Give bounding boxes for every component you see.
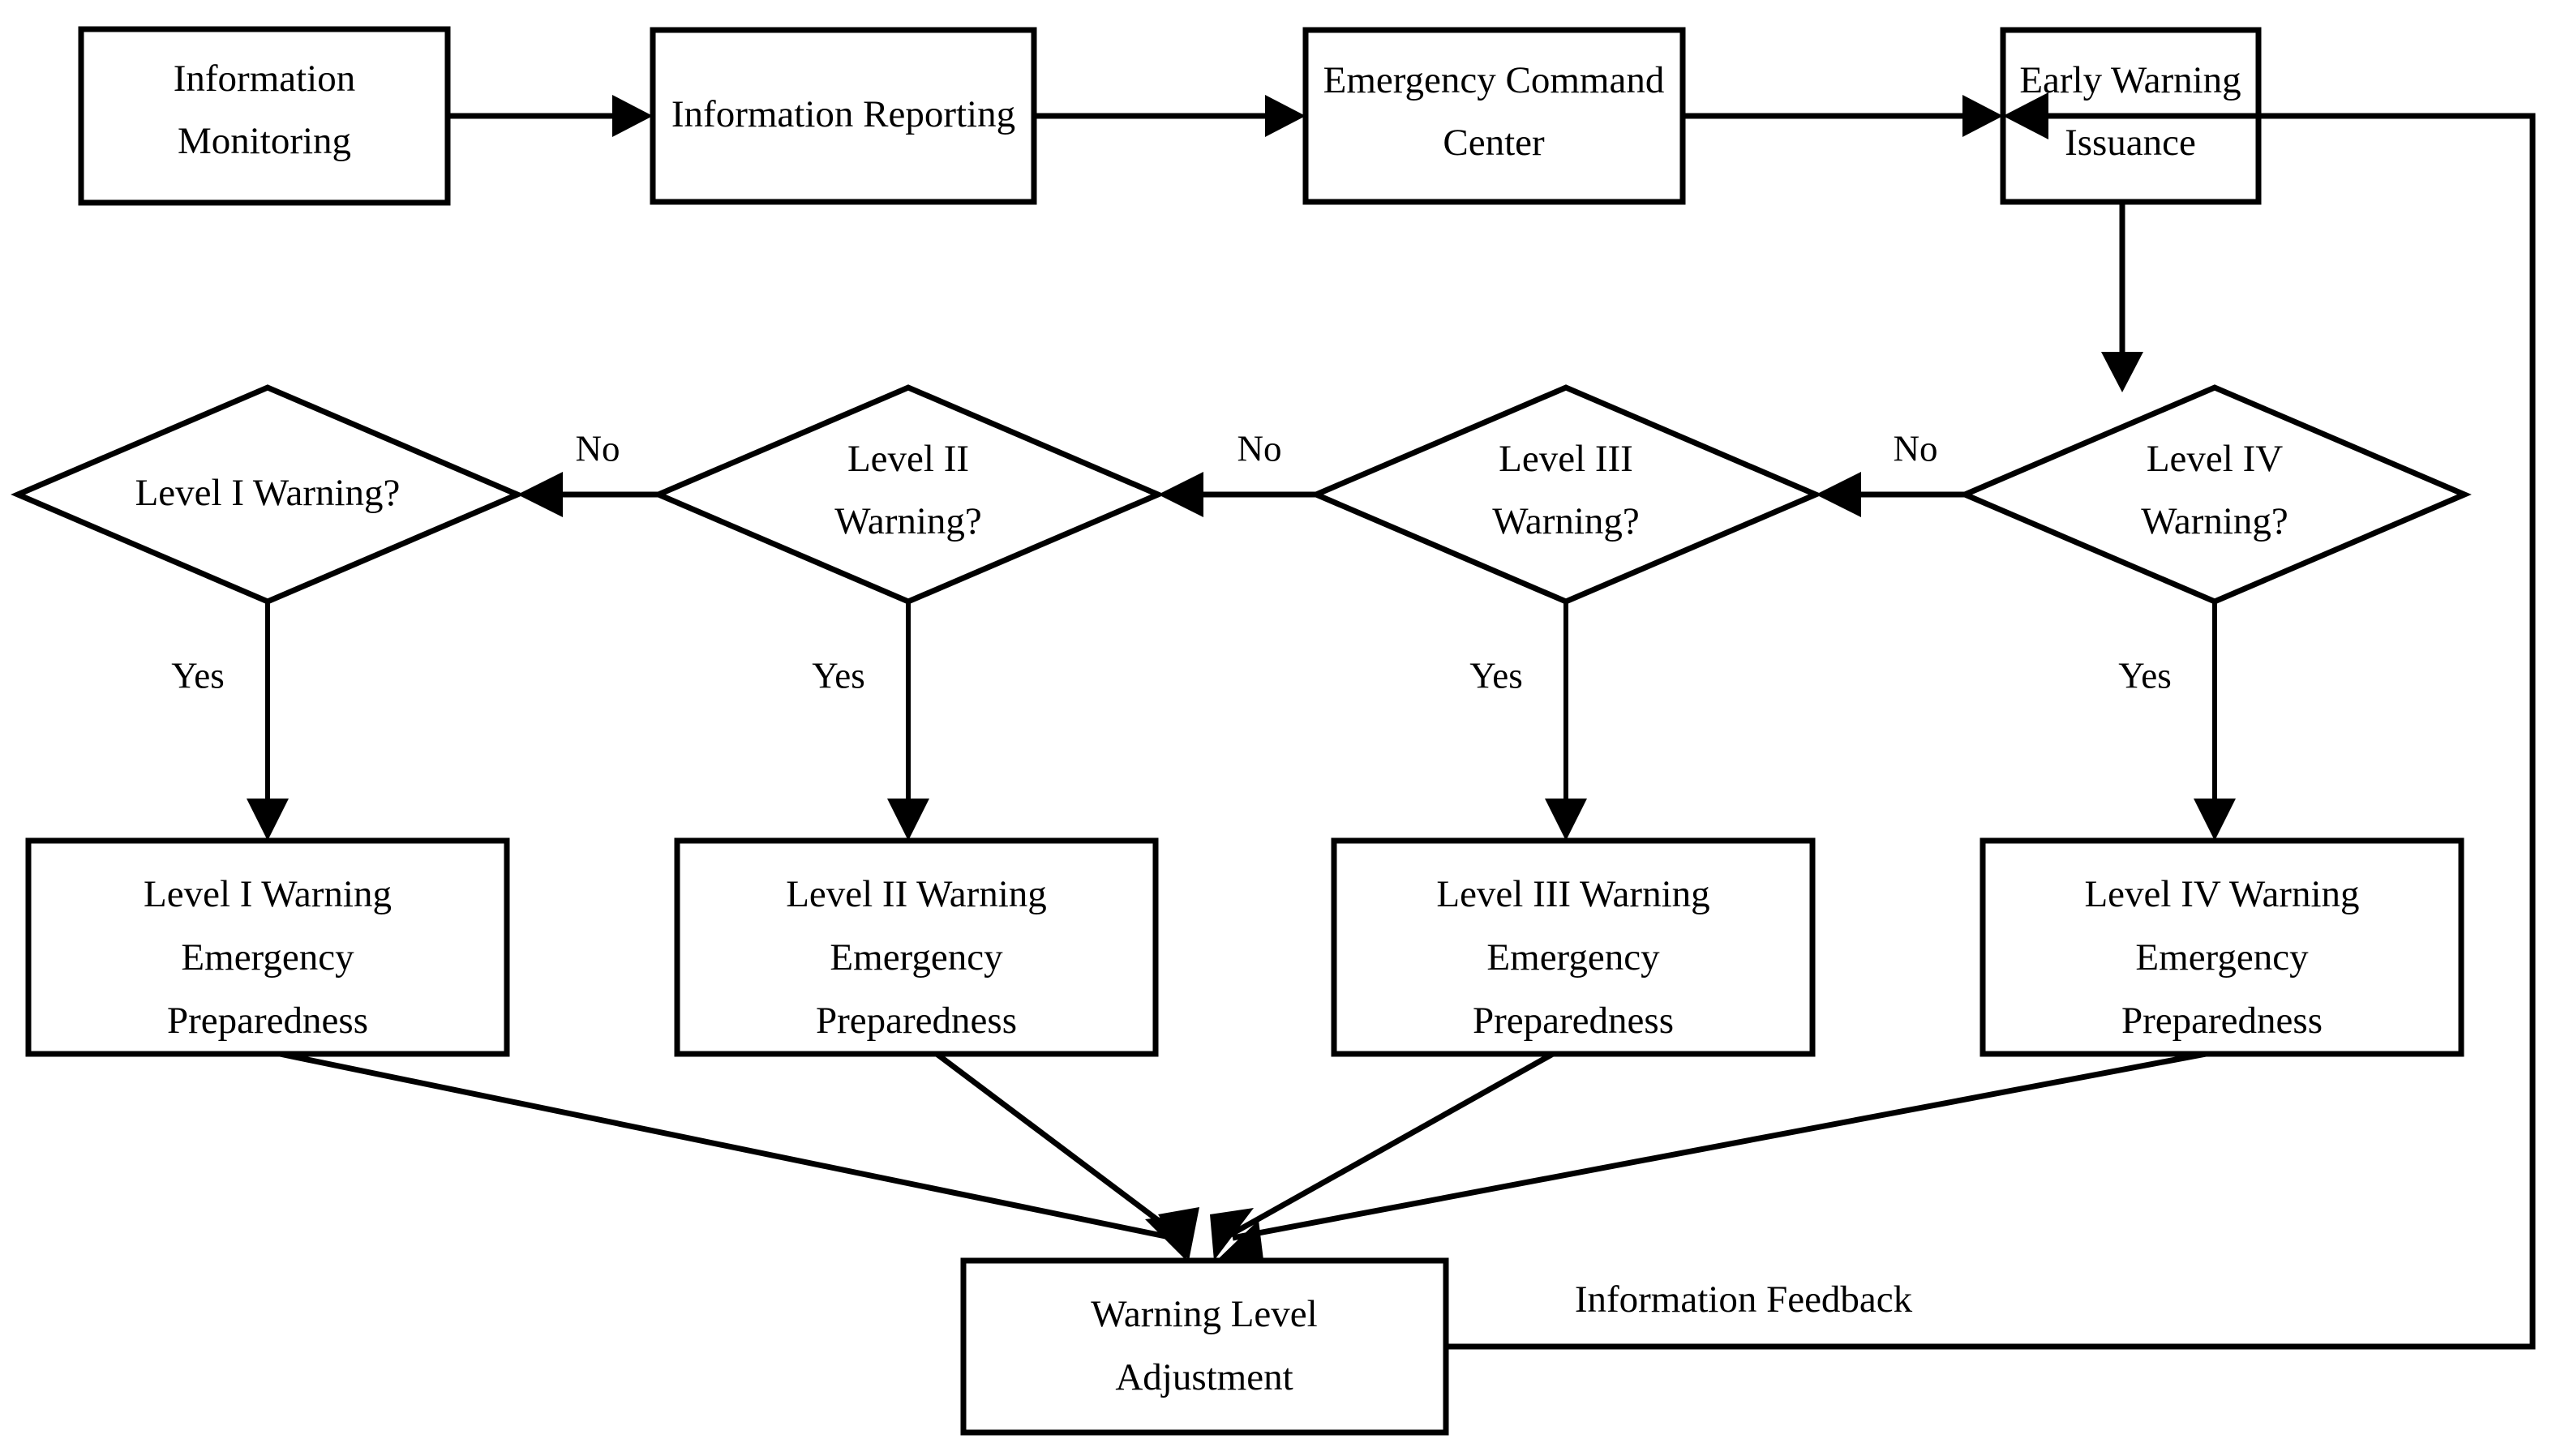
level-2-preparedness-line2: Emergency <box>830 936 1003 979</box>
edge-information-feedback: Information Feedback <box>1446 92 2536 1350</box>
node-warning-level-adjustment[interactable]: Warning Level Adjustment <box>960 1257 1449 1436</box>
edge-label-no-1: No <box>576 428 620 469</box>
level-1-preparedness-line2: Emergency <box>181 936 354 979</box>
level-2-decision-line1: Level II <box>847 438 969 480</box>
level-4-preparedness-line1: Level IV Warning <box>2084 873 2359 915</box>
level-4-decision-line2: Warning? <box>2141 500 2288 542</box>
level-1-decision-label: Level I Warning? <box>135 472 401 514</box>
level-3-preparedness-line3: Preparedness <box>1473 1000 1674 1042</box>
information-reporting-line1: Information Reporting <box>671 93 1015 135</box>
emergency-command-center-line1: Emergency Command <box>1323 59 1665 101</box>
node-emergency-command-center[interactable]: Emergency Command Center <box>1302 27 1686 205</box>
edge-yes-level3: Yes <box>1469 602 1587 841</box>
edge-label-no-2: No <box>1237 428 1282 469</box>
level-3-preparedness-line2: Emergency <box>1486 936 1660 979</box>
edge-label-yes-1: Yes <box>171 655 224 696</box>
information-monitoring-line1: Information <box>174 58 356 100</box>
node-information-reporting[interactable]: Information Reporting <box>650 27 1037 205</box>
edge-monitoring-to-reporting <box>448 95 653 137</box>
early-warning-issuance-line1: Early Warning <box>2019 59 2241 101</box>
node-level-3-decision[interactable]: Level III Warning? <box>1309 384 1823 605</box>
emergency-command-center-line2: Center <box>1443 122 1545 164</box>
edge-issuance-to-level4-decision <box>2101 203 2143 392</box>
edge-no-level2-to-level1: No <box>517 428 658 517</box>
edge-no-level4-to-level3: No <box>1816 428 1965 517</box>
node-early-warning-issuance[interactable]: Early Warning Issuance <box>2000 27 2262 205</box>
level-3-preparedness-line1: Level III Warning <box>1436 873 1709 915</box>
level-4-decision-line1: Level IV <box>2147 438 2283 480</box>
node-level-2-decision[interactable]: Level II Warning? <box>651 384 1165 605</box>
edge-label-information-feedback: Information Feedback <box>1575 1278 1913 1321</box>
level-2-decision-line2: Warning? <box>834 500 982 542</box>
level-4-preparedness-line2: Emergency <box>2135 936 2309 979</box>
edge-yes-level4: Yes <box>2118 602 2236 841</box>
edge-prep2-to-adjustment <box>934 1051 1199 1261</box>
warning-level-adjustment-line2: Adjustment <box>1115 1356 1293 1398</box>
node-level-4-preparedness[interactable]: Level IV Warning Emergency Preparedness <box>1980 837 2464 1057</box>
level-4-preparedness-line3: Preparedness <box>2121 1000 2323 1042</box>
edge-label-no-3: No <box>1894 428 1938 469</box>
edge-prep3-to-adjustment <box>1210 1051 1555 1261</box>
edge-reporting-to-command <box>1034 95 1306 137</box>
edge-prep4-to-adjustment <box>1216 1051 2207 1261</box>
edge-label-yes-4: Yes <box>2118 655 2171 696</box>
level-2-preparedness-line3: Preparedness <box>816 1000 1017 1042</box>
level-3-decision-line1: Level III <box>1499 438 1633 480</box>
level-2-preparedness-line1: Level II Warning <box>786 873 1047 915</box>
node-information-monitoring[interactable]: Information Monitoring <box>78 26 451 206</box>
edge-prep1-to-adjustment <box>279 1051 1189 1261</box>
early-warning-issuance-line2: Issuance <box>2065 122 2196 164</box>
edge-label-yes-2: Yes <box>812 655 864 696</box>
level-1-preparedness-line3: Preparedness <box>167 1000 368 1042</box>
node-level-2-preparedness[interactable]: Level II Warning Emergency Preparedness <box>674 837 1159 1057</box>
warning-level-adjustment-line1: Warning Level <box>1091 1293 1317 1335</box>
edge-yes-level1: Yes <box>171 602 289 841</box>
node-level-3-preparedness[interactable]: Level III Warning Emergency Preparedness <box>1331 837 1816 1057</box>
node-level-1-decision[interactable]: Level I Warning? <box>11 384 525 605</box>
node-level-4-decision[interactable]: Level IV Warning? <box>1958 384 2472 605</box>
edge-yes-level2: Yes <box>812 602 929 841</box>
edge-command-to-issuance <box>1683 95 2003 137</box>
level-3-decision-line2: Warning? <box>1492 500 1640 542</box>
edge-label-yes-3: Yes <box>1469 655 1522 696</box>
node-level-1-preparedness[interactable]: Level I Warning Emergency Preparedness <box>25 837 510 1057</box>
level-1-preparedness-line1: Level I Warning <box>144 873 392 915</box>
edge-no-level3-to-level2: No <box>1158 428 1316 517</box>
information-monitoring-line2: Monitoring <box>178 120 351 162</box>
